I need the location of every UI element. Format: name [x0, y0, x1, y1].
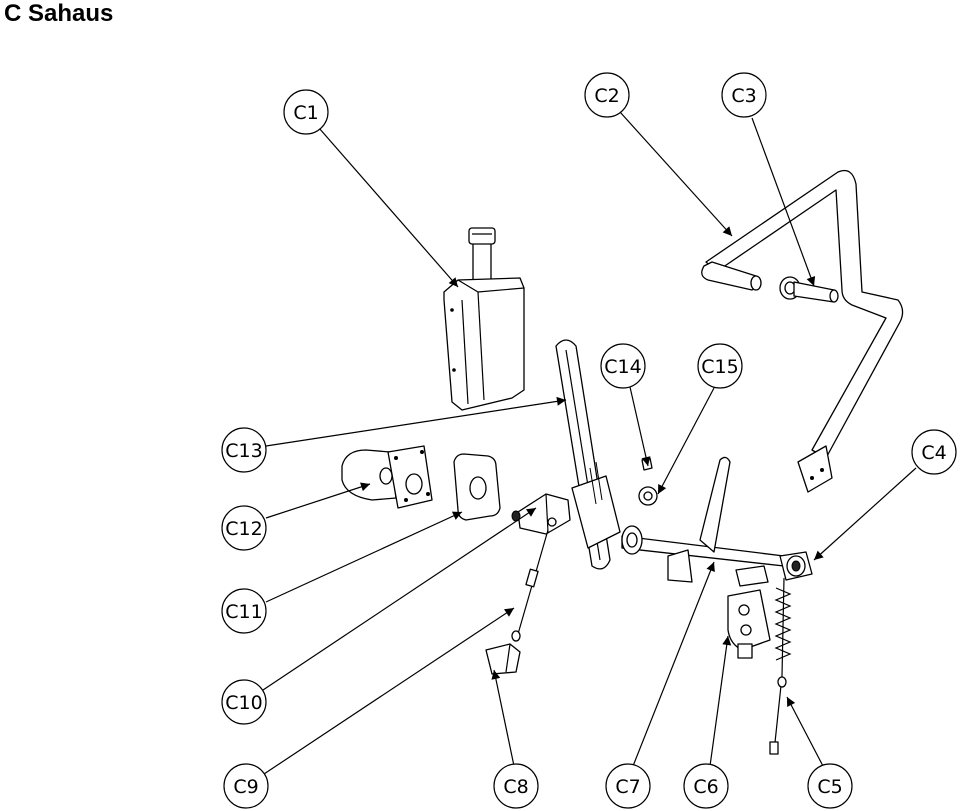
callout-c10-label: C10	[225, 692, 262, 714]
leader-c3	[751, 117, 816, 287]
leader-c7	[632, 561, 715, 767]
leader-lines	[262, 111, 917, 775]
callout-c14-label: C14	[604, 356, 641, 378]
leader-c11	[265, 511, 463, 603]
rod-part	[511, 529, 549, 642]
callout-c15-label: C15	[701, 356, 738, 378]
shaft-part	[621, 456, 785, 583]
callout-c15: C15	[697, 343, 743, 389]
callout-c8-label: C8	[503, 776, 528, 798]
handlebar-frame-part	[701, 169, 904, 493]
lever-part	[555, 339, 621, 570]
reservoir-tank-part	[443, 227, 525, 411]
pump-motor-part	[341, 445, 433, 509]
leader-c2	[619, 111, 733, 237]
callout-c4-label: C4	[921, 442, 946, 464]
page-title: C Sahaus	[4, 0, 114, 27]
leader-c8	[491, 669, 515, 767]
leader-c14	[629, 386, 651, 467]
callout-c5-label: C5	[817, 776, 842, 798]
callout-c1-label: C1	[293, 102, 318, 124]
callout-c11: C11	[221, 588, 267, 634]
callout-c4: C4	[911, 429, 957, 475]
grip-part	[779, 276, 839, 303]
leader-c5	[786, 696, 825, 769]
leader-c1	[318, 127, 459, 288]
callout-c6-label: C6	[693, 776, 718, 798]
callout-c7-label: C7	[615, 776, 640, 798]
leader-c12	[265, 482, 371, 519]
callout-c13: C13	[221, 427, 267, 473]
leader-c9	[263, 607, 515, 775]
callout-c2: C2	[584, 72, 630, 118]
callout-c7: C7	[605, 763, 651, 809]
leader-c4	[813, 467, 917, 561]
leader-c15	[657, 387, 715, 495]
leader-c6	[709, 635, 732, 767]
callout-c2-label: C2	[594, 85, 619, 107]
callout-c6: C6	[683, 763, 729, 809]
gear-part	[638, 486, 658, 506]
valve-block-part	[727, 565, 771, 659]
callout-c12: C12	[221, 505, 267, 551]
callout-c3: C3	[721, 72, 767, 118]
callout-c14: C14	[600, 343, 646, 389]
bracket-part	[511, 493, 571, 535]
callout-c1: C1	[283, 89, 329, 135]
gasket-part	[453, 453, 501, 521]
bearing-part	[779, 551, 813, 581]
callout-c13-label: C13	[225, 440, 262, 462]
spring-part	[774, 577, 792, 677]
callout-c12-label: C12	[225, 518, 262, 540]
leader-c13	[265, 396, 567, 447]
callout-c5: C5	[807, 763, 853, 809]
callout-c10: C10	[221, 679, 267, 725]
callout-c9-label: C9	[233, 776, 258, 798]
callout-c8: C8	[493, 763, 539, 809]
callout-c11-label: C11	[225, 601, 262, 623]
callout-c3-label: C3	[731, 85, 756, 107]
small-bracket-part	[485, 643, 521, 675]
callout-c9: C9	[223, 763, 269, 809]
leader-c10	[262, 507, 537, 691]
cable-part	[769, 675, 787, 755]
